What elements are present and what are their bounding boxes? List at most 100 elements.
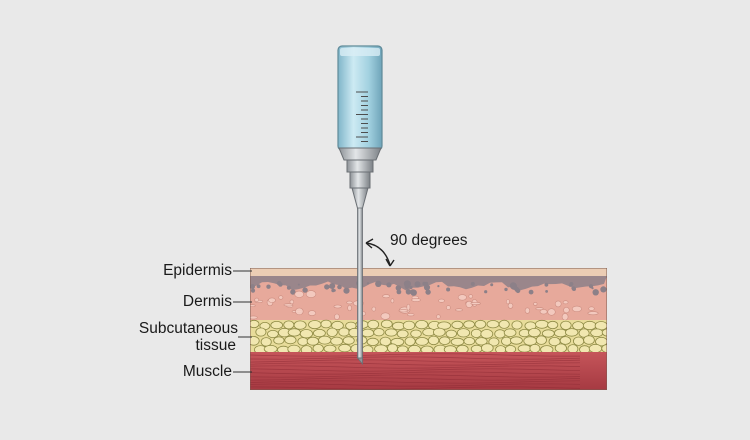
dermis-texture-spot — [571, 305, 582, 313]
fat-cell — [582, 320, 597, 331]
dermis-texture-spot — [278, 295, 284, 300]
dermis-pigment — [250, 276, 607, 296]
dermis-texture-spot — [539, 309, 548, 315]
pigment-dot — [290, 289, 296, 295]
pigment-dot — [545, 290, 548, 293]
dermis-texture-spot — [457, 294, 467, 301]
fat-cell — [583, 335, 595, 345]
fat-cell — [439, 336, 451, 346]
fat-cell — [250, 336, 260, 346]
needle-hub — [349, 171, 371, 189]
angle-label: 90 degrees — [390, 232, 468, 249]
fat-cell — [410, 329, 422, 338]
subcutaneous-label-line1: Subcutaneous — [138, 320, 238, 337]
fat-cells — [250, 319, 607, 355]
dermis-texture-spot — [250, 304, 256, 307]
dermis-texture-spot — [438, 298, 445, 303]
fat-cell — [338, 327, 350, 337]
fat-cell — [427, 335, 440, 346]
muscle-layer — [250, 352, 607, 390]
fat-cell — [267, 329, 279, 338]
fat-cell — [255, 327, 267, 337]
fat-cell — [273, 336, 285, 345]
fat-cell — [547, 320, 559, 330]
muscle-fiber — [250, 353, 580, 357]
pigment-dot — [515, 288, 521, 294]
fat-cell — [601, 344, 607, 353]
dermis-texture-spot — [268, 297, 276, 303]
pigment-dot — [528, 289, 534, 295]
muscle-fiber — [250, 359, 581, 363]
fat-cell — [318, 335, 332, 345]
dermis-texture-spot — [588, 306, 595, 311]
pigment-dot — [572, 287, 576, 291]
fat-cell — [463, 336, 476, 346]
dermis-texture-spot — [398, 309, 409, 313]
fat-cell — [380, 319, 393, 329]
dermis-texture-spot — [562, 300, 569, 305]
muscle-fiber — [250, 356, 581, 360]
pigment-dot — [395, 285, 402, 291]
fat-cell — [323, 344, 337, 353]
angle-arrow-head-bottom — [385, 258, 395, 267]
subcutaneous-label-line2: tissue — [195, 337, 237, 354]
fat-cell — [529, 343, 541, 353]
pigment-dot — [278, 282, 283, 287]
fat-cell — [312, 328, 326, 338]
fat-cell — [450, 337, 465, 346]
pigment-dot — [437, 285, 440, 288]
muscle-fibers — [250, 353, 581, 390]
dermis-texture-spot — [524, 307, 531, 314]
fat-cell — [373, 328, 385, 337]
dermis-texture-spot — [468, 294, 473, 299]
fat-cell — [553, 328, 568, 338]
muscle-fiber — [250, 377, 581, 381]
pigment-dot — [544, 282, 549, 287]
pigment-dot — [409, 285, 413, 290]
dermis-texture-spot — [533, 302, 538, 306]
pigment-dot — [422, 281, 427, 286]
fat-cell — [463, 320, 475, 329]
dermis-texture-spot — [436, 314, 441, 319]
fat-cell — [486, 320, 500, 329]
barrel-top — [340, 48, 380, 56]
needle-hub-upper — [346, 159, 374, 173]
pigment-dot — [250, 284, 255, 290]
muscle-fiber — [250, 368, 581, 372]
syringe-neck — [338, 147, 382, 161]
pigment-dot — [329, 283, 336, 289]
skin-cross-section — [250, 268, 607, 390]
fat-cell — [572, 336, 585, 346]
dermis-texture-spot — [535, 307, 544, 311]
fat-cell — [387, 343, 398, 353]
dermis-texture-spot — [371, 306, 376, 312]
dermis-label: Dermis — [182, 293, 232, 310]
fat-cell — [501, 336, 512, 346]
fat-cell — [299, 329, 313, 339]
pigment-dot — [592, 289, 599, 296]
syringe-icon — [337, 45, 383, 211]
pigment-dot — [337, 284, 342, 290]
pigment-dot — [386, 282, 392, 288]
fat-cell — [474, 319, 487, 329]
muscle-fiber — [250, 371, 581, 375]
muscle-fiber — [250, 365, 581, 369]
dermis-texture-spot — [561, 313, 569, 321]
fat-cell — [554, 343, 568, 353]
fat-cell — [391, 321, 405, 331]
fat-cell — [488, 337, 500, 347]
dermis-texture-spot — [554, 300, 562, 308]
fat-cell — [284, 335, 297, 345]
fat-cell — [504, 345, 517, 354]
muscle-fiber — [250, 380, 581, 384]
dermis-texture-spot — [346, 300, 353, 305]
pigment-dot — [366, 282, 370, 285]
dermis-texture-spot — [470, 301, 481, 305]
fat-cell — [590, 328, 604, 338]
fat-cell — [559, 336, 572, 345]
pigment-dot — [343, 287, 350, 294]
fat-cell — [517, 344, 532, 353]
pigment-dot — [484, 290, 488, 294]
fat-cell — [396, 329, 409, 339]
